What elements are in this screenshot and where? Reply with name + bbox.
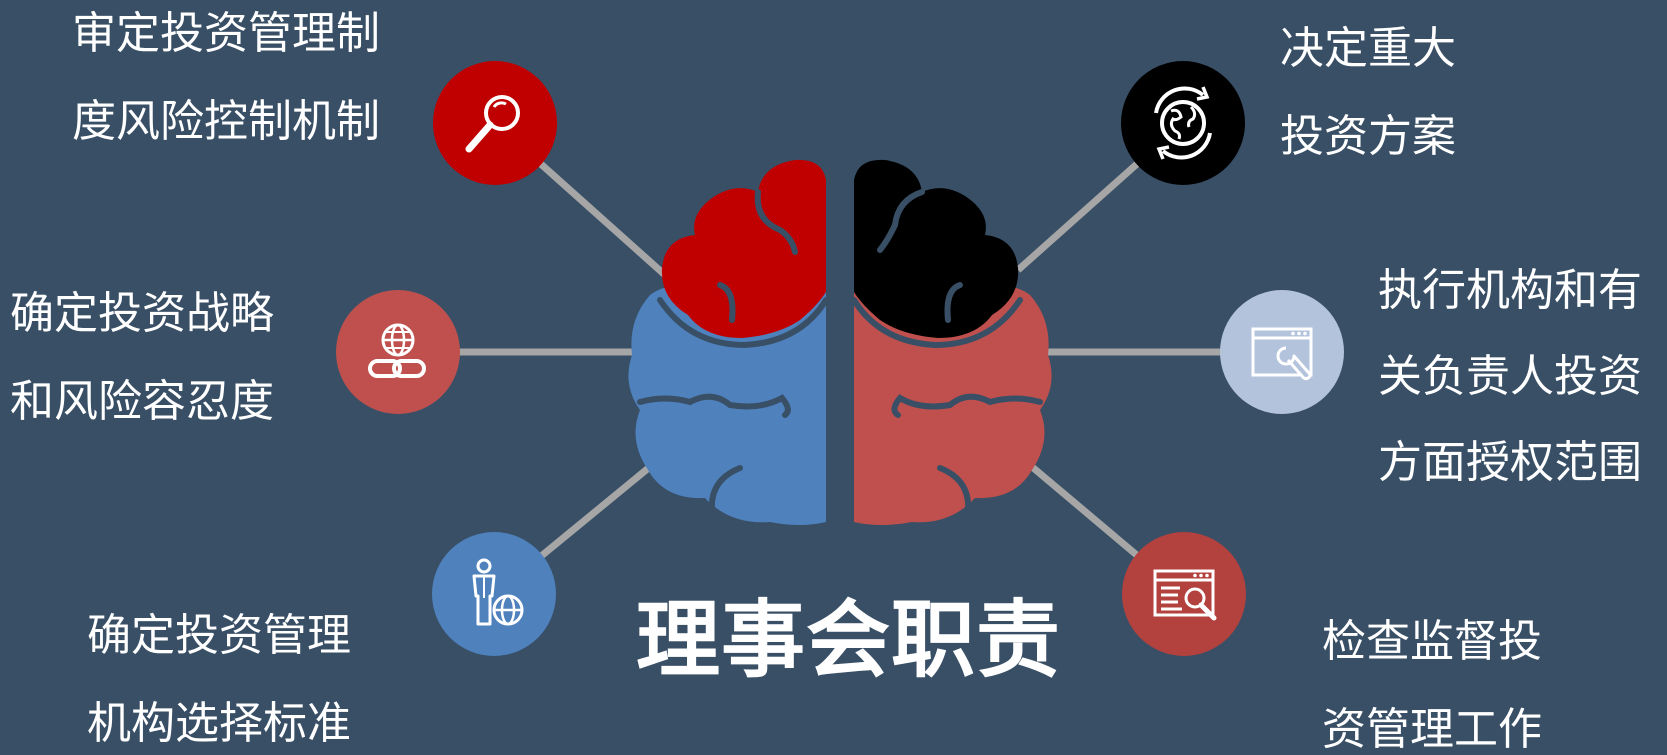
brain-folds-left [637, 189, 829, 513]
label-line: 执行机构和有 [1378, 265, 1642, 316]
label-line: 关负责人投资 [1378, 351, 1642, 402]
label-top-left: 审定投资管理制 度风险控制机制 [72, 0, 380, 166]
brain-folds-right [851, 189, 1043, 513]
label-line: 投资方案 [1280, 111, 1456, 162]
brain-top-right-lobe [854, 159, 1019, 338]
label-mid-right: 执行机构和有 关负责人投资 方面授权范围 [1378, 248, 1642, 506]
label-line: 机构选择标准 [87, 698, 351, 749]
label-mid-left: 确定投资战略 和风险容忍度 [10, 270, 274, 446]
label-line: 和风险容忍度 [10, 376, 274, 427]
label-line: 决定重大 [1280, 23, 1456, 74]
label-line: 确定投资战略 [10, 288, 274, 339]
brain-top-left-lobe [661, 159, 826, 338]
globe-link-node [336, 290, 460, 414]
label-top-right: 决定重大 投资方案 [1280, 5, 1456, 181]
globe-link-icon [336, 290, 460, 414]
label-line: 方面授权范围 [1378, 437, 1642, 488]
label-bottom-left: 确定投资管理 机构选择标准 [87, 592, 351, 755]
label-line: 审定投资管理制 [72, 8, 380, 59]
browser-search-icon [1122, 532, 1246, 656]
label-line: 检查监督投 [1322, 616, 1542, 667]
magnifier-node [433, 61, 557, 185]
label-bottom-right: 检查监督投 资管理工作 [1322, 598, 1542, 755]
label-line: 确定投资管理 [87, 610, 351, 661]
browser-wrench-icon [1220, 290, 1344, 414]
earth-refresh-node [1121, 61, 1245, 185]
person-globe-icon [432, 532, 556, 656]
browser-search-node [1122, 532, 1246, 656]
diagram-title: 理事会职责 [636, 590, 1062, 689]
magnifier-icon [433, 61, 557, 185]
label-line: 度风险控制机制 [72, 96, 380, 147]
label-line: 资管理工作 [1322, 704, 1542, 755]
person-globe-node [432, 532, 556, 656]
earth-refresh-icon [1121, 61, 1245, 185]
browser-wrench-node [1220, 290, 1344, 414]
